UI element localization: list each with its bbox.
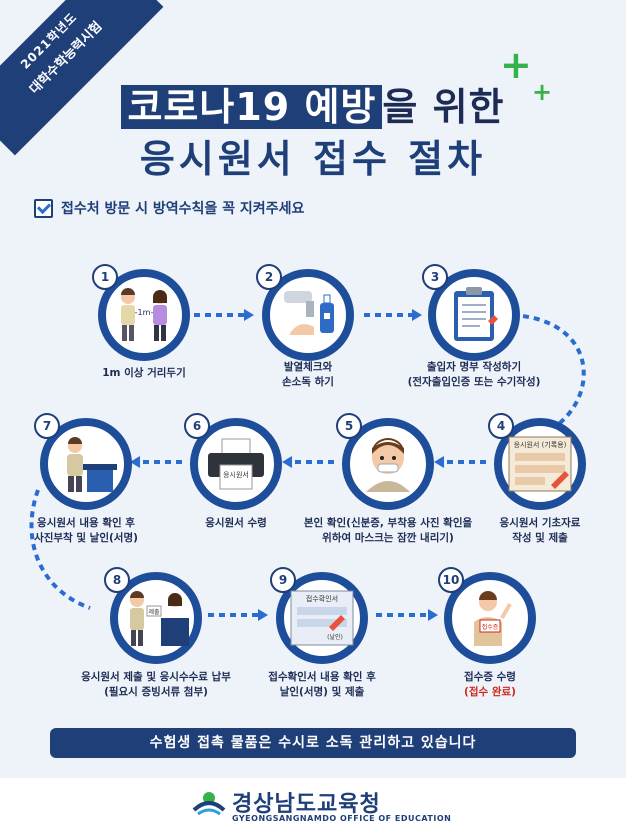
distance-icon: -1m- <box>121 288 167 341</box>
step-10-number: 10 <box>438 567 464 593</box>
plus-icon: + <box>500 43 532 87</box>
step-2-number: 2 <box>256 264 282 290</box>
step-8-caption-l1: 응시원서 제출 및 응시수수료 납부 <box>81 671 231 683</box>
bottom-notice-bar: 수험생 접촉 물품은 수시로 소독 관리하고 있습니다 <box>50 728 576 758</box>
distance-label: -1m- <box>135 308 154 317</box>
footer-org-name: 경상남도교육청 <box>232 792 381 817</box>
step-10-caption: 접수증 수령 (접수 완료) <box>395 670 585 700</box>
seal-label: (날인) <box>327 633 343 641</box>
step-5-caption: 본인 확인(신분증, 부착용 사진 확인을 위하여 마스크는 잠깐 내리기) <box>283 516 493 546</box>
confirmation-form-title: 접수확인서 <box>306 594 338 603</box>
step-1-circle: -1m- <box>98 269 190 361</box>
step-9-circle: 접수확인서 (날인) <box>276 572 368 664</box>
receipt-person-icon: 접수증 <box>474 591 512 646</box>
step-7-circle <box>40 418 132 510</box>
form-title: 응시원서 (기록용) <box>514 440 567 449</box>
step-4-number: 4 <box>488 413 514 439</box>
thermometer-sanitizer-icon <box>284 291 334 335</box>
step-4-caption-l2: 작성 및 제출 <box>512 532 568 544</box>
step-5-caption-l1: 본인 확인(신분증, 부착용 사진 확인을 <box>303 517 473 529</box>
step-8-caption: 응시원서 제출 및 응시수수료 납부 (필요시 증빙서류 첨부) <box>51 670 261 700</box>
submit-paper-label: 제출 <box>148 608 160 616</box>
notice-text: 접수처 방문 시 방역수칙을 꼭 지켜주세요 <box>61 201 305 217</box>
checkbox-icon <box>34 198 53 218</box>
step-4-caption: 응시원서 기초자료 작성 및 제출 <box>445 516 626 546</box>
step-10-caption-l1: 접수증 수령 <box>464 671 516 683</box>
education-office-logo-icon <box>192 792 226 816</box>
step-6-circle: 응시원서 <box>190 418 282 510</box>
footer-org-name-en: GYEONGSANGNAMDO OFFICE OF EDUCATION <box>232 814 452 823</box>
step-1-caption: 1m 이상 거리두기 <box>49 366 239 381</box>
step-3-number: 3 <box>422 264 448 290</box>
step-8-caption-l2: (필요시 증빙서류 첨부) <box>104 686 208 698</box>
flow-arrows <box>29 309 586 621</box>
step-3-caption-l1: 출입자 명부 작성하기 <box>426 361 522 373</box>
counter-icon: 제출 <box>130 591 189 646</box>
step-9-number: 9 <box>270 567 296 593</box>
step-6-caption-l1: 응시원서 수령 <box>205 517 267 529</box>
step-3-circle <box>428 269 520 361</box>
footer <box>0 778 626 826</box>
step-8-number: 8 <box>104 567 130 593</box>
step-1-caption-l1: 1m 이상 거리두기 <box>102 367 186 379</box>
printer-paper-label: 응시원서 <box>223 470 249 479</box>
step-2-caption: 발열체크와 손소독 하기 <box>213 360 403 390</box>
plus-icon-small: + <box>532 78 553 106</box>
step-7-caption: 응시원서 내용 확인 후 사진부착 및 날인(서명) <box>0 516 181 546</box>
face-icon <box>366 438 410 492</box>
step-7-number: 7 <box>34 413 60 439</box>
step-5-number: 5 <box>336 413 362 439</box>
page-subtitle: 응시원서 접수 절차 <box>139 137 487 181</box>
step-9-caption-l2: 날인(서명) 및 제출 <box>279 686 365 698</box>
step-2-caption-l2: 손소독 하기 <box>282 376 334 388</box>
confirmation-form-icon: 접수확인서 (날인) <box>290 590 354 646</box>
step-10-circle: 접수증 <box>444 572 536 664</box>
step-9-caption: 접수확인서 내용 확인 후 날인(서명) 및 제출 <box>227 670 417 700</box>
step-3-caption-l2: (전자출입인증 또는 수기작성) <box>407 376 541 388</box>
printer-icon: 응시원서 <box>208 438 264 490</box>
step-6-caption: 응시원서 수령 <box>141 516 331 531</box>
receipt-label: 접수증 <box>482 623 499 631</box>
step-5-caption-l2: 위하여 마스크는 잠깐 내리기) <box>322 532 454 544</box>
step-3-caption: 출입자 명부 작성하기 (전자출입인증 또는 수기작성) <box>379 360 569 390</box>
title-highlight: 코로나19 예방 <box>121 85 383 129</box>
step-1-number: 1 <box>92 264 118 290</box>
step-6-number: 6 <box>184 413 210 439</box>
title-rest: 을 위한 <box>382 85 505 129</box>
clipboard-icon <box>454 287 498 341</box>
step-7-caption-l2: 사진부착 및 날인(서명) <box>34 532 138 544</box>
desk-person-icon <box>67 437 117 492</box>
notice: 접수처 방문 시 방역수칙을 꼭 지켜주세요 <box>34 198 304 218</box>
step-9-caption-l1: 접수확인서 내용 확인 후 <box>268 671 376 683</box>
step-4-caption-l1: 응시원서 기초자료 <box>499 517 581 529</box>
step-10-caption-l2: (접수 완료) <box>464 686 516 698</box>
form-icon: 응시원서 (기록용) <box>508 436 572 492</box>
step-7-caption-l1: 응시원서 내용 확인 후 <box>37 517 135 529</box>
step-2-caption-l1: 발열체크와 <box>283 361 333 373</box>
